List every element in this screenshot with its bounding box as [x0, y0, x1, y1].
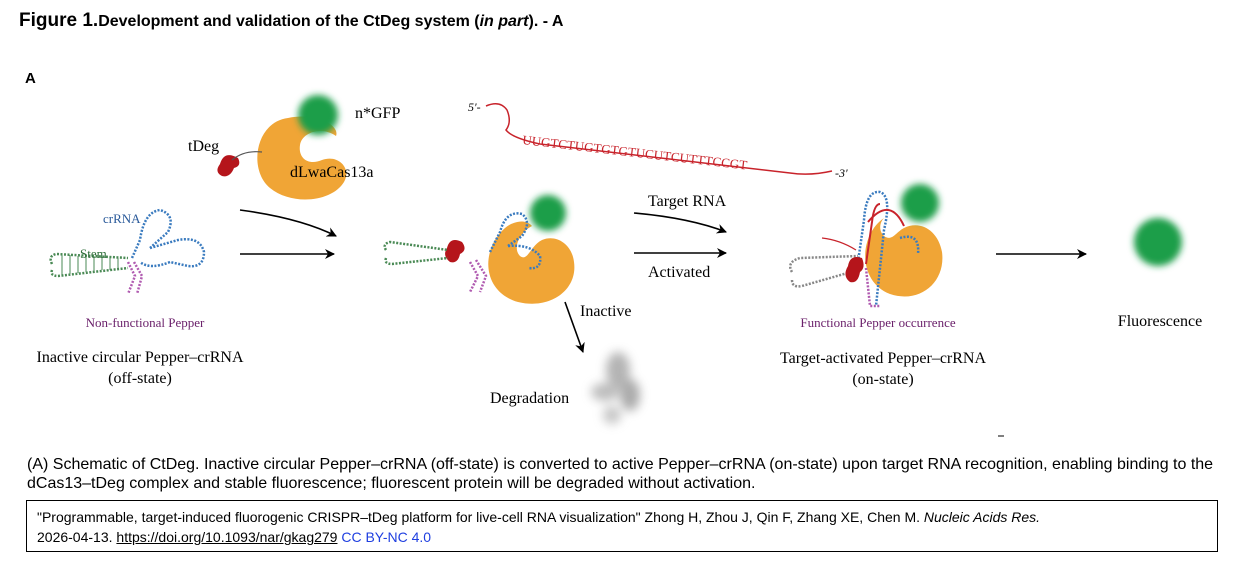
citation-title: "Programmable, target-induced fluorogeni… [37, 509, 641, 525]
offstate-rna-structure [49, 208, 206, 295]
arrow-inactive [564, 301, 585, 353]
citation-box: "Programmable, target-induced fluorogeni… [26, 500, 1218, 552]
citation-date: 2026-04-13. [37, 529, 113, 545]
onstate-title-line2: (on-state) [852, 371, 913, 388]
cas13a-complex [217, 95, 347, 200]
schematic-diagram: crRNA Stem Non-functional Pepper Inactiv… [36, 95, 1202, 437]
figure-title-italic: in part [479, 13, 529, 30]
citation-authors: Zhong H, Zhou J, Qin F, Zhang XE, Chen M… [644, 509, 920, 525]
figure-title-pre: Development and validation of the CtDeg … [98, 13, 480, 30]
figure-title-post: ). - A [528, 13, 564, 30]
citation-journal: Nucleic Acids Res. [923, 509, 1041, 525]
tdeg-label: tDeg [188, 138, 219, 155]
panel-letter: A [25, 70, 36, 87]
fluorescence-label: Fluorescence [1118, 313, 1202, 330]
arrow-target-curved [633, 212, 727, 234]
target-rna-label: Target RNA [648, 193, 727, 210]
nonfunctional-pepper-label: Non-functional Pepper [86, 315, 205, 330]
degradation-label: Degradation [490, 390, 569, 407]
gfp-blob-complex [298, 95, 338, 135]
activated-label: Activated [648, 264, 710, 281]
functional-pepper-label: Functional Pepper occurrence [800, 315, 955, 330]
figure-label: Figure 1. [19, 10, 99, 31]
gfp-fluorescence-blob [1134, 218, 1182, 266]
offstate-title-line1: Inactive circular Pepper–crRNA [36, 349, 243, 366]
inactive-label: Inactive [580, 303, 632, 320]
gfp-blob-onstate [901, 184, 939, 222]
tdeg-shape [217, 155, 240, 177]
stem-label: Stem [80, 246, 107, 261]
target-rna-strand [485, 103, 833, 175]
bound-inactive-complex [383, 195, 575, 304]
onstate-title-line1: Target-activated Pepper–crRNA [780, 350, 987, 367]
target-three-prime: -3' [835, 166, 848, 180]
citation-doi-link[interactable]: https://doi.org/10.1093/nar/gkag279 [116, 529, 338, 545]
figure-title: Figure 1.Development and validation of t… [19, 10, 563, 32]
arrow-curved-binding [239, 209, 337, 237]
crrna-label: crRNA [103, 211, 141, 226]
degraded-protein-blur [591, 352, 640, 424]
cas-label: dLwaCas13a [290, 164, 374, 181]
gfp-blob-bound [530, 195, 566, 231]
ngfp-label: n*GFP [355, 105, 400, 122]
target-five-prime: 5'- [468, 100, 481, 114]
figure-caption: (A) Schematic of CtDeg. Inactive circula… [27, 456, 1214, 492]
citation-license-link[interactable]: CC BY-NC 4.0 [341, 529, 432, 545]
offstate-title-line2: (off-state) [108, 370, 172, 387]
onstate-complex [789, 184, 943, 308]
target-sequence: UUGTCTUGTGTGTUCUTCUTTTCCGT [522, 132, 748, 172]
